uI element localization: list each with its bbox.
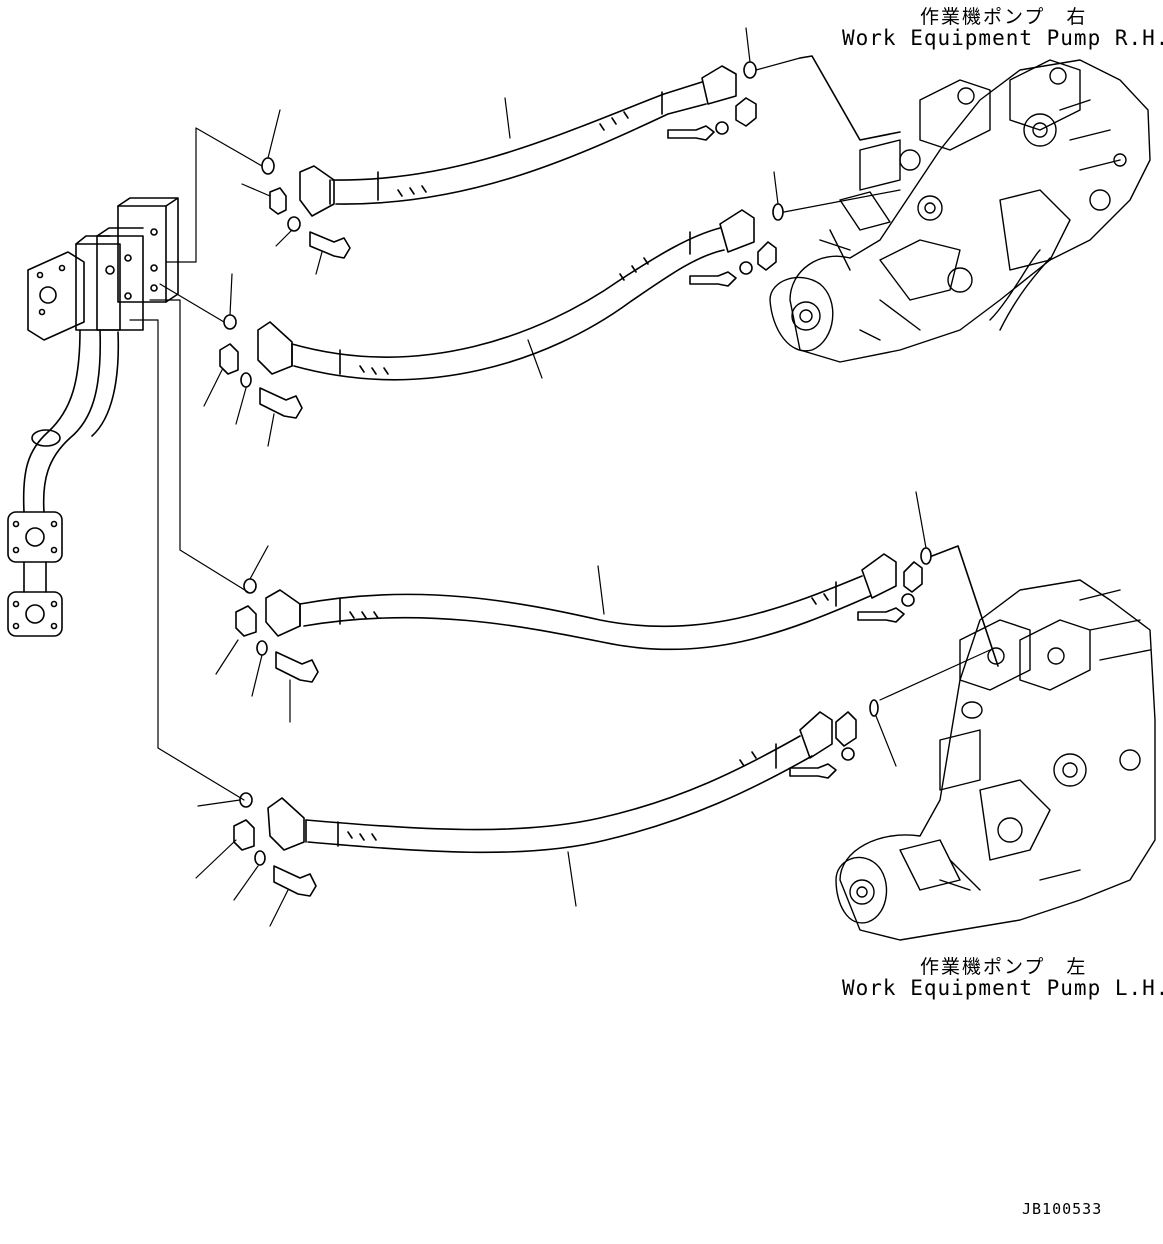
pump-lh-illustration xyxy=(835,579,1156,941)
manifold-leader-lines xyxy=(129,127,263,801)
hose-1-right-fittings xyxy=(667,27,901,141)
hose-4-right-fittings xyxy=(789,649,991,779)
pipe-flange-bottom xyxy=(7,591,63,637)
drawing-code: JB100533 xyxy=(1022,1200,1103,1218)
bolt xyxy=(789,763,837,779)
bolt xyxy=(273,865,317,897)
pipe-flange xyxy=(27,251,85,341)
bolt xyxy=(309,231,351,259)
hose-3 xyxy=(265,553,897,651)
hose-3-right-fittings xyxy=(857,491,999,667)
hose-3-right-flange xyxy=(861,553,897,599)
hose-4-left-flange xyxy=(267,797,305,851)
bolt xyxy=(689,271,737,287)
manifold-block-front xyxy=(75,243,121,331)
pipe-flange-lower xyxy=(7,511,63,563)
pump-lh-label-en: Work Equipment Pump L.H. xyxy=(842,976,1163,1000)
hose-1-left-flange xyxy=(299,165,335,217)
bolt xyxy=(259,387,303,419)
hose-2-right-flange xyxy=(719,209,755,253)
pump-lh-label-jp: 作業機ポンプ 左 xyxy=(920,956,1088,978)
pump-rh-label-jp: 作業機ポンプ 右 xyxy=(920,6,1088,28)
pump-rh-illustration xyxy=(769,59,1151,363)
manifold-pipe-assembly xyxy=(7,197,179,637)
hose-1-left-fittings xyxy=(241,109,351,275)
hose-3-left-fittings xyxy=(215,545,319,723)
bolt xyxy=(667,125,715,141)
hose-1-right-flange xyxy=(701,65,737,105)
bolt xyxy=(275,651,319,683)
hose-2 xyxy=(257,209,755,381)
hose-4 xyxy=(267,711,833,907)
hose-2-left-fittings xyxy=(203,273,303,447)
hose-4-left-fittings xyxy=(195,792,317,927)
hose-2-left-flange xyxy=(257,321,293,375)
pump-rh-label-en: Work Equipment Pump R.H. xyxy=(842,26,1163,50)
manifold-block-rear xyxy=(117,205,167,303)
hose-2-right-fittings xyxy=(689,171,901,287)
hose-3-left-flange xyxy=(265,589,301,637)
hose-4-right-flange xyxy=(799,711,833,759)
hose-1 xyxy=(299,65,737,217)
bolt xyxy=(857,607,905,623)
